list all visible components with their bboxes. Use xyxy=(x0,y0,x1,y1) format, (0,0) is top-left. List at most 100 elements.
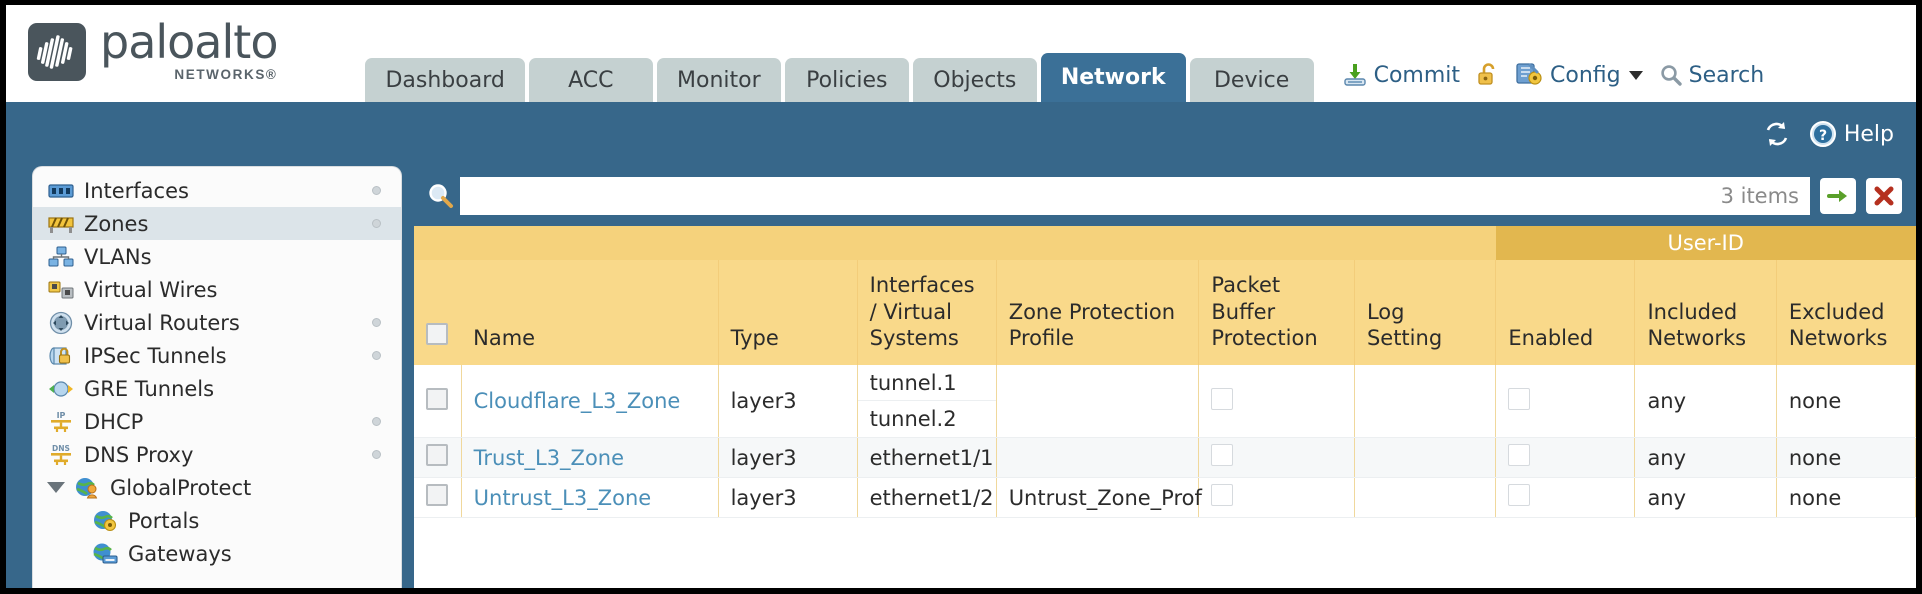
tab-device[interactable]: Device xyxy=(1189,58,1314,102)
column-header-included-networks[interactable]: Included Networks xyxy=(1634,260,1777,365)
interface-item: tunnel.1 xyxy=(857,365,996,401)
packet-buffer-protection-checkbox[interactable] xyxy=(1211,387,1234,410)
cell-userid-enabled xyxy=(1495,477,1636,518)
tab-policies[interactable]: Policies xyxy=(784,58,909,102)
chevron-down-icon xyxy=(1628,70,1643,80)
tab-monitor[interactable]: Monitor xyxy=(656,58,781,102)
status-dot xyxy=(372,318,381,327)
svg-text:IP: IP xyxy=(57,411,66,420)
select-all-checkbox[interactable] xyxy=(426,322,448,345)
userid-enabled-checkbox[interactable] xyxy=(1508,387,1531,410)
tab-label: Device xyxy=(1213,67,1290,93)
gateways-icon xyxy=(91,542,119,566)
column-header-packet-buffer-protection[interactable]: Packet Buffer Protection xyxy=(1198,260,1355,365)
unlock-icon xyxy=(1476,62,1500,88)
zone-name-link[interactable]: Untrust_L3_Zone xyxy=(473,485,652,510)
tab-dashboard[interactable]: Dashboard xyxy=(365,58,525,102)
userid-enabled-checkbox[interactable] xyxy=(1508,484,1531,506)
page-body: Interfaces Zones xyxy=(6,166,1916,588)
help-button[interactable]: ? Help xyxy=(1809,120,1894,148)
commit-label: Commit xyxy=(1373,62,1461,88)
row-select-cell xyxy=(414,437,462,478)
table-row[interactable]: Trust_L3_Zone layer3 ethernet1/1 xyxy=(414,437,1916,478)
sidebar-item-gre-tunnels[interactable]: GRE Tunnels xyxy=(33,372,401,405)
help-icon: ? xyxy=(1809,120,1837,148)
search-filter-icon[interactable] xyxy=(422,181,460,211)
sidebar-item-dns-proxy[interactable]: DNS DNS Proxy xyxy=(33,438,401,471)
column-header-name[interactable]: Name xyxy=(461,260,719,365)
network-sidebar: Interfaces Zones xyxy=(32,166,402,588)
column-header-log-setting[interactable]: Log Setting xyxy=(1354,260,1497,365)
userid-enabled-checkbox[interactable] xyxy=(1508,444,1531,466)
cell-type: layer3 xyxy=(718,365,858,438)
portals-icon xyxy=(91,509,119,533)
sidebar-item-zones[interactable]: Zones xyxy=(33,207,401,240)
paloalto-logo-icon xyxy=(28,22,86,81)
column-header-zone-protection-profile[interactable]: Zone Protection Profile xyxy=(996,260,1200,365)
status-dot xyxy=(372,219,381,228)
cell-zone-protection-profile xyxy=(996,365,1200,438)
zones-table: User-ID Name Type Interfaces / Virtual S… xyxy=(414,226,1916,518)
column-header-type[interactable]: Type xyxy=(718,260,858,365)
cell-name: Trust_L3_Zone xyxy=(461,437,719,478)
sidebar-item-gateways[interactable]: Gateways xyxy=(33,537,401,570)
search-button[interactable]: Search xyxy=(1659,63,1764,88)
cell-name: Cloudflare_L3_Zone xyxy=(461,365,719,438)
tab-label: ACC xyxy=(568,67,614,93)
chevron-down-icon[interactable] xyxy=(47,482,65,493)
column-header-excluded-networks[interactable]: Excluded Networks xyxy=(1776,260,1916,365)
zone-name-link[interactable]: Trust_L3_Zone xyxy=(473,445,625,470)
row-checkbox[interactable] xyxy=(426,387,448,410)
interfaces-icon xyxy=(47,179,75,203)
sidebar-item-virtual-wires[interactable]: Virtual Wires xyxy=(33,273,401,306)
zone-name-link[interactable]: Cloudflare_L3_Zone xyxy=(473,389,681,413)
tab-objects[interactable]: Objects xyxy=(912,58,1037,102)
table-row[interactable]: Cloudflare_L3_Zone layer3 tunnel.1 tunne… xyxy=(414,365,1916,438)
dhcp-icon: IP xyxy=(47,410,75,434)
sidebar-item-portals[interactable]: Portals xyxy=(33,504,401,537)
sidebar-item-interfaces[interactable]: Interfaces xyxy=(33,174,401,207)
sidebar-item-label: GlobalProtect xyxy=(110,475,252,500)
status-dot xyxy=(372,417,381,426)
lock-button[interactable] xyxy=(1476,62,1500,88)
main-nav-tabs: Dashboard ACC Monitor Policies Objects N… xyxy=(365,5,1314,102)
cell-excluded-networks: none xyxy=(1776,437,1916,478)
app-header: paloalto NETWORKS® Dashboard ACC Monitor… xyxy=(6,5,1916,102)
sidebar-item-label: VLANs xyxy=(84,244,152,269)
dns-proxy-icon: DNS xyxy=(47,443,75,467)
tab-label: Objects xyxy=(933,67,1017,93)
cell-interfaces: ethernet1/2 xyxy=(857,477,997,518)
sidebar-item-label: Gateways xyxy=(128,541,232,566)
packet-buffer-protection-checkbox[interactable] xyxy=(1211,444,1234,466)
tab-network[interactable]: Network xyxy=(1040,53,1186,102)
sidebar-item-ipsec-tunnels[interactable]: IPSec Tunnels xyxy=(33,339,401,372)
sidebar-item-label: Virtual Wires xyxy=(84,277,218,302)
config-label: Config xyxy=(1550,62,1621,88)
clear-filter-button[interactable] xyxy=(1866,178,1902,214)
sidebar-item-globalprotect[interactable]: GlobalProtect xyxy=(33,471,401,504)
search-input[interactable]: 3 items xyxy=(460,177,1810,215)
cell-included-networks: any xyxy=(1634,477,1777,518)
commit-button[interactable]: Commit xyxy=(1342,62,1460,88)
column-header-interfaces[interactable]: Interfaces / Virtual Systems xyxy=(857,260,997,365)
config-menu[interactable]: Config xyxy=(1516,62,1643,88)
search-icon xyxy=(1659,63,1683,87)
table-row[interactable]: Untrust_L3_Zone layer3 ethernet1/2 Untru… xyxy=(414,477,1916,518)
brand-logo: paloalto NETWORKS® xyxy=(6,19,278,102)
sidebar-item-dhcp[interactable]: IP DHCP xyxy=(33,405,401,438)
sidebar-item-label: Portals xyxy=(128,508,200,533)
sidebar-item-virtual-routers[interactable]: Virtual Routers xyxy=(33,306,401,339)
cell-type: layer3 xyxy=(718,437,858,478)
row-checkbox[interactable] xyxy=(426,444,448,466)
column-header-enabled[interactable]: Enabled xyxy=(1495,260,1636,365)
row-select-cell xyxy=(414,477,462,518)
row-checkbox[interactable] xyxy=(426,484,448,506)
vlans-icon xyxy=(47,245,75,269)
sidebar-item-label: DHCP xyxy=(84,409,144,434)
apply-filter-button[interactable] xyxy=(1820,178,1856,214)
sidebar-item-vlans[interactable]: VLANs xyxy=(33,240,401,273)
packet-buffer-protection-checkbox[interactable] xyxy=(1211,484,1234,506)
refresh-button[interactable] xyxy=(1763,121,1791,147)
zones-panel: 3 items xyxy=(414,166,1916,588)
tab-acc[interactable]: ACC xyxy=(528,58,653,102)
